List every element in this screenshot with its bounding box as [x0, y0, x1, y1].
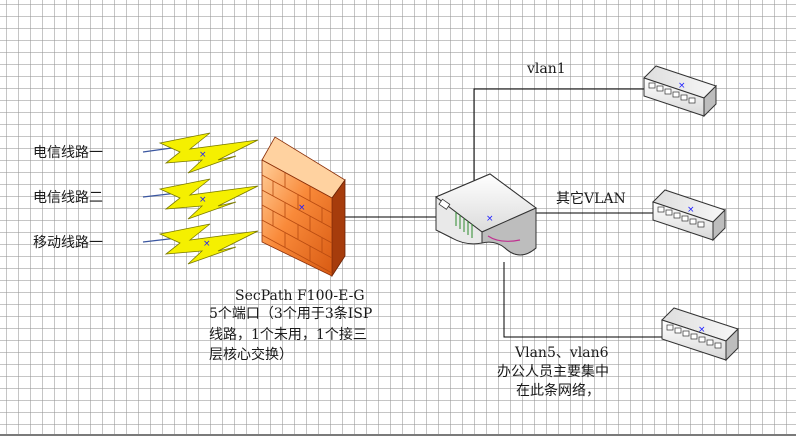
svg-text:×: × [486, 214, 494, 224]
svg-text:×: × [687, 205, 695, 215]
svg-text:×: × [203, 239, 211, 249]
lightning-bolt-icon [158, 178, 259, 220]
svg-text:×: × [199, 195, 207, 205]
firewall-desc-line-2: 线路，1个未用，1个接三 [209, 327, 367, 343]
svg-text:×: × [298, 203, 306, 213]
firewall-desc-line-1: 5个端口（3个用于3条ISP [209, 306, 373, 322]
office-desc-line-2: 在此条网络， [516, 383, 600, 399]
core-switch-icon: × [435, 173, 537, 256]
isp-line-label-2: 电信线路二 [33, 190, 103, 206]
link-core-office [503, 262, 664, 338]
other-vlan-label: 其它VLAN [556, 191, 626, 207]
isp-link-2: × [142, 178, 259, 220]
office-vlan-label: Vlan5、vlan6 [515, 345, 609, 361]
link-core-vlan1 [473, 88, 646, 181]
svg-text:×: × [199, 150, 207, 160]
isp-link-1: × [142, 132, 259, 174]
connection-lines [343, 88, 664, 338]
isp-line-label-1: 电信线路一 [33, 145, 103, 161]
firewall-model-label: SecPath F100-E-G [235, 288, 365, 304]
isp-link-3: × [142, 223, 259, 265]
access-switch-office-icon: × [661, 307, 739, 362]
lightning-bolt-icon [158, 223, 259, 265]
svg-text:×: × [698, 325, 706, 335]
isp-line-label-3: 移动线路一 [33, 235, 103, 251]
lightning-bolt-icon [158, 132, 259, 174]
office-desc-line-1: 办公人员主要集中 [497, 364, 609, 380]
access-switch-vlan1-icon: × [643, 65, 717, 118]
vlan1-label: vlan1 [527, 61, 566, 77]
access-switch-other-vlan-icon: × [652, 189, 726, 242]
svg-text:×: × [678, 81, 686, 91]
firewall-icon: × [261, 136, 346, 278]
firewall-desc-line-3: 层核心交换） [209, 347, 293, 363]
